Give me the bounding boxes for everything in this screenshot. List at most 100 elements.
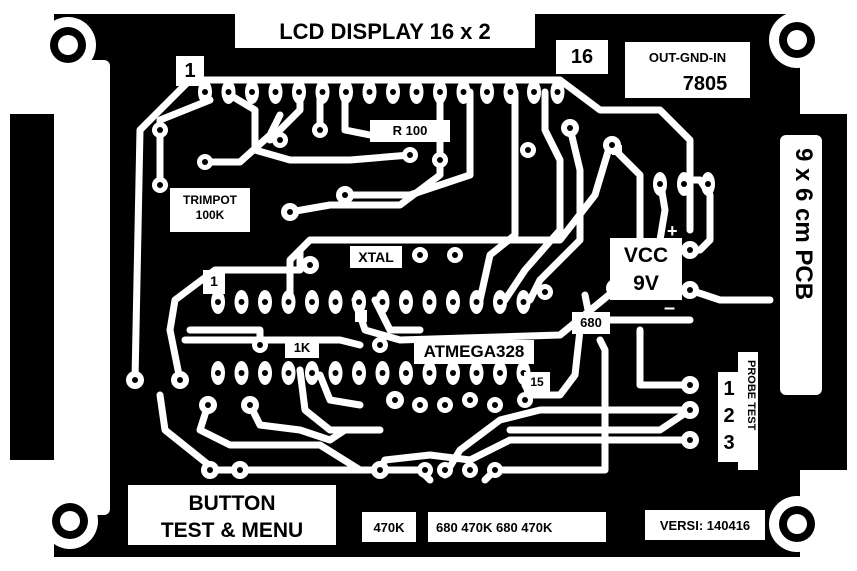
mcu-pad	[375, 290, 390, 314]
mcu-pad	[305, 290, 319, 314]
mounting-hole	[40, 17, 96, 73]
round-pad	[517, 392, 533, 408]
round-pad	[252, 337, 268, 353]
regulator-pad	[653, 172, 667, 196]
minus-sign: –	[664, 297, 676, 319]
regulator-pad	[701, 172, 715, 196]
resistor-470k-a-label: 470K	[362, 512, 416, 542]
mcu-label: ATMEGA328	[414, 340, 534, 364]
component-pads	[126, 80, 715, 479]
round-pad	[437, 462, 453, 478]
mcu-pad	[469, 290, 484, 314]
round-pad	[681, 431, 699, 449]
round-pad	[371, 461, 389, 479]
mcu-pad	[493, 290, 507, 314]
mcu-pad	[328, 361, 343, 385]
mcu-pin-first-label: 1	[203, 270, 225, 294]
round-pad	[241, 396, 259, 414]
lcd-pad	[550, 80, 565, 104]
round-pad	[272, 132, 288, 148]
mcu-pad	[516, 290, 531, 314]
mcu-pad	[281, 361, 296, 385]
lcd-pad	[362, 80, 377, 104]
round-pad	[372, 337, 388, 353]
lcd-pad	[527, 80, 541, 104]
round-pad	[681, 376, 699, 394]
trimpot-label-line1: TRIMPOT	[183, 193, 237, 207]
lcd-pad	[456, 80, 471, 104]
round-pad	[520, 142, 536, 158]
xtal-label: XTAL	[350, 246, 402, 268]
round-pad	[412, 247, 428, 263]
lcd-pin-last-label: 16	[556, 40, 608, 74]
lcd-pad	[386, 80, 400, 104]
round-pad	[126, 371, 144, 389]
lcd-title-label: LCD DISPLAY 16 x 2	[235, 12, 535, 48]
round-pad	[417, 462, 433, 478]
version-label: VERSI: 140416	[645, 510, 765, 540]
mcu-pad	[305, 361, 319, 385]
round-pad	[402, 147, 418, 163]
lcd-pin-first-label: 1	[176, 56, 204, 86]
mcu-pad	[446, 361, 460, 385]
round-pad	[537, 284, 553, 300]
round-pad	[681, 401, 699, 419]
resistor-1k-label: 1K	[285, 338, 319, 358]
mcu-pad	[352, 361, 366, 385]
plus-sign: +	[667, 221, 678, 241]
mcu-pad	[211, 290, 225, 314]
pcb-size-label: 9 x 6 cm PCB	[790, 148, 817, 301]
probe-3-label: 3	[723, 432, 735, 454]
round-pad	[487, 397, 503, 413]
round-pad	[681, 241, 699, 259]
side-title-label: ARDUINO COMPONEN TESTER	[85, 80, 110, 412]
mounting-hole	[769, 496, 825, 552]
round-pad	[152, 122, 168, 138]
round-pad	[171, 371, 189, 389]
probe-numbers: 1 2 3	[718, 372, 740, 462]
round-pad	[199, 396, 217, 414]
mcu-pad	[234, 290, 249, 314]
lcd-pad	[292, 80, 306, 104]
probe-1-label: 1	[723, 378, 735, 400]
round-pad	[231, 461, 249, 479]
mcu-pad	[469, 361, 484, 385]
regulator-pad	[677, 172, 691, 196]
round-pad	[336, 186, 354, 204]
round-pad	[201, 461, 219, 479]
mcu-pad	[422, 361, 437, 385]
lcd-pad	[339, 80, 353, 104]
round-pad	[603, 136, 621, 154]
lcd-pad	[245, 80, 259, 104]
mcu-pad	[211, 361, 225, 385]
mcu-pad	[258, 361, 272, 385]
round-pad	[412, 397, 428, 413]
round-pad	[437, 397, 453, 413]
regulator-label: 7805	[675, 74, 735, 96]
mounting-hole	[42, 493, 98, 549]
mcu-pad	[234, 361, 249, 385]
vcc-label-line1: VCC	[623, 244, 669, 267]
mounting-holes	[40, 12, 825, 552]
resistor-group-label: 680 470K 680 470K	[428, 512, 606, 542]
round-pad	[681, 281, 699, 299]
round-pad	[152, 177, 168, 193]
mcu-pad	[258, 290, 272, 314]
mcu-pad	[375, 361, 390, 385]
probe-test-label: PROBE TEST	[745, 360, 757, 431]
probe-2-label: 2	[723, 405, 735, 427]
mcu-pad	[399, 361, 413, 385]
round-pad	[312, 122, 328, 138]
round-pad	[561, 119, 579, 137]
lcd-pad	[315, 80, 330, 104]
button-label-line2: TEST & MENU	[160, 519, 304, 542]
round-pad	[197, 154, 213, 170]
resistor-680-top-label: 680	[572, 312, 610, 334]
probe-test-bg	[738, 352, 758, 470]
round-pad	[462, 392, 478, 408]
mcu-pad	[446, 290, 460, 314]
